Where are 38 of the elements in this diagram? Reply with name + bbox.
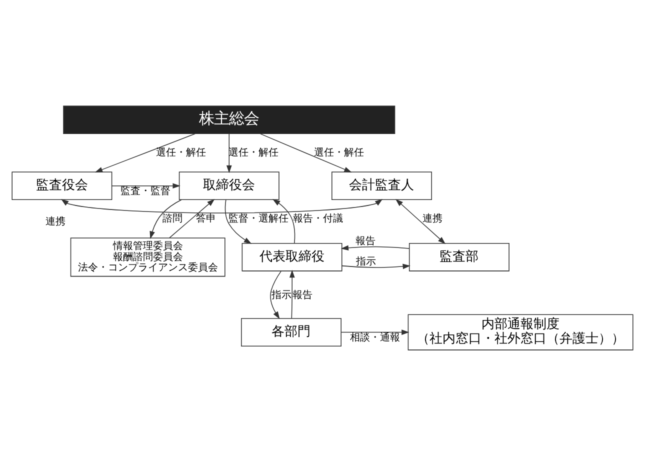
- arrow: [340, 244, 410, 250]
- edge-label: 報告: [292, 290, 313, 301]
- edge-label: 答申: [196, 212, 216, 224]
- node-box: 監査役会: [12, 171, 112, 200]
- edge-label: 相談・通報: [350, 332, 400, 343]
- arrow: [260, 132, 352, 172]
- node-box: 情報管理委員会 報酬諮問委員会 法令・コンプライアンス委員会: [70, 237, 226, 276]
- edge-label: 連携: [46, 216, 66, 227]
- arrow: [395, 198, 446, 244]
- edge-label: 報告・付議: [293, 212, 344, 224]
- node-box: 取締役会: [178, 171, 280, 200]
- node-box: 株主総会: [63, 105, 396, 134]
- arrow: [340, 329, 410, 334]
- arrow: [94, 132, 196, 172]
- node-box: 監査部: [408, 242, 510, 271]
- arrow: [342, 263, 410, 269]
- arrow: [272, 198, 296, 244]
- edge-label: 選任・解任: [314, 146, 364, 158]
- edge-label: 指示: [356, 256, 376, 268]
- arrow: [289, 269, 295, 318]
- edge-label: 監査・監督: [120, 185, 171, 196]
- edge-label: 連携: [422, 212, 442, 224]
- node-box: 会計監査人: [332, 171, 432, 200]
- edge-label: 選任・解任: [156, 146, 206, 158]
- arrow: [226, 133, 232, 173]
- arrow: [61, 198, 383, 213]
- arrow: [150, 198, 182, 238]
- arrow: [224, 198, 252, 244]
- edge-label: 報告: [355, 236, 376, 247]
- node-box: 各部門: [241, 318, 342, 346]
- arrow: [112, 182, 180, 188]
- edge-label: 諮問: [162, 212, 182, 224]
- edge-label: 監督・選解任: [228, 212, 289, 224]
- arrow: [169, 198, 215, 238]
- arrow: [270, 270, 282, 319]
- edge-label: 指示: [271, 290, 292, 301]
- node-box: 代表取締役: [242, 242, 342, 271]
- node-box: 内部通報制度 （社内窓口・社外窓口（弁護士））: [408, 314, 634, 350]
